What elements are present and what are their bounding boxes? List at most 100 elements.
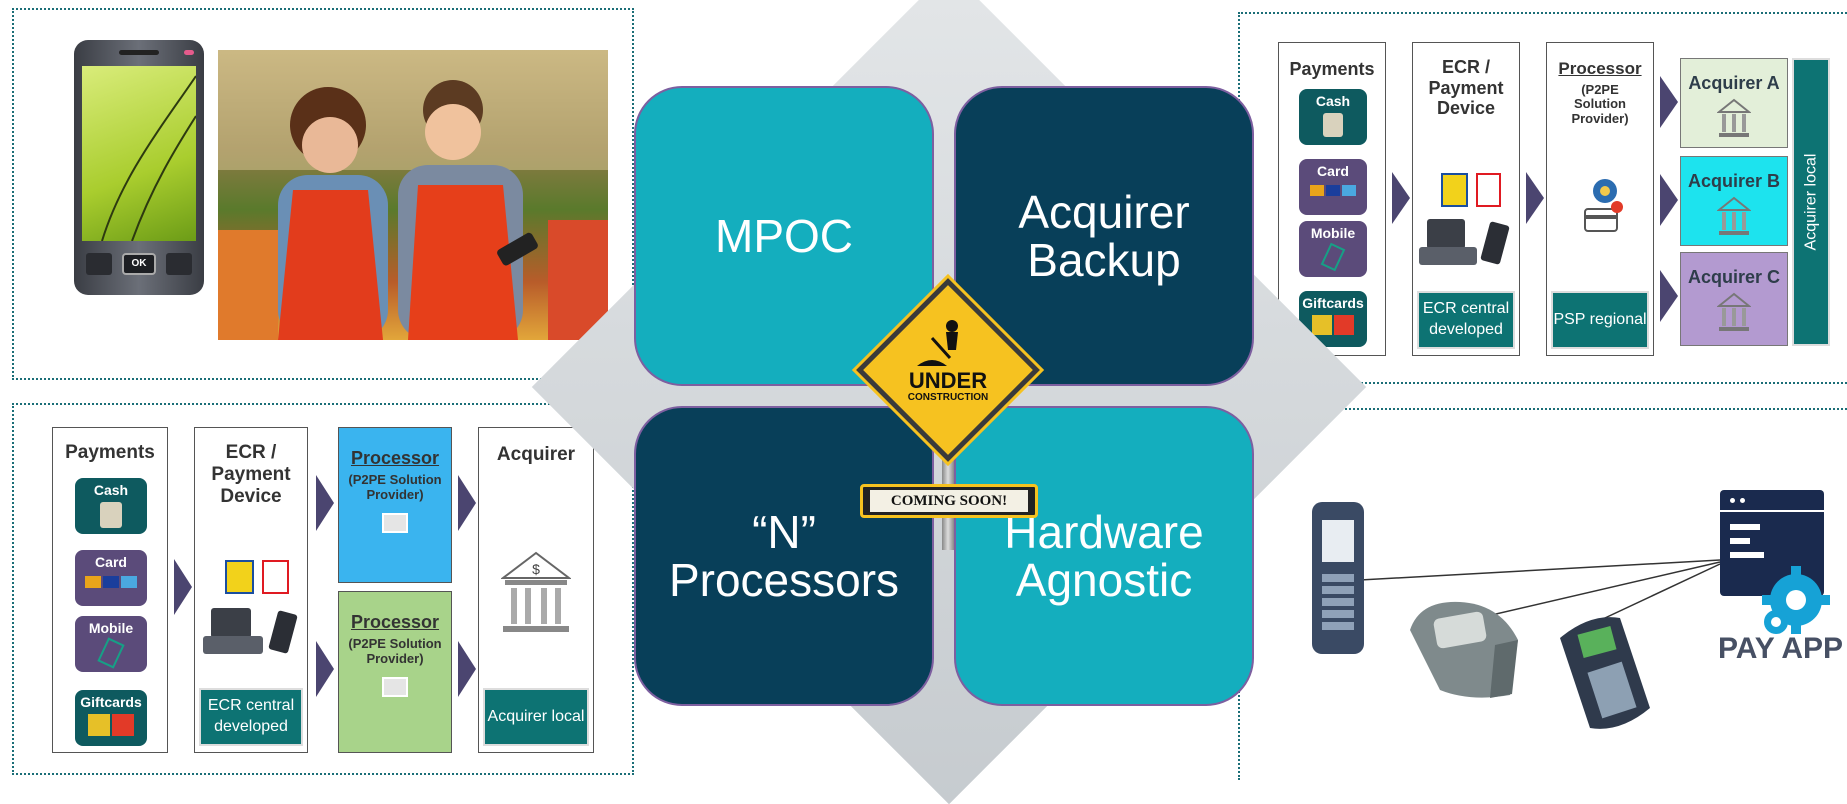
svg-text:$: $	[532, 561, 540, 577]
tile-label: Cash	[93, 482, 129, 498]
bank-building-icon	[1717, 98, 1751, 137]
payment-tile-cash: Cash	[1299, 89, 1367, 145]
pos-terminal-icon	[203, 608, 301, 656]
processor-subtitle: (P2PE Solution Provider)	[1571, 81, 1629, 127]
leaf-wallpaper-icon	[101, 75, 196, 241]
card-logos-icon	[75, 576, 147, 588]
ecr-footer: ECR central developed	[1417, 291, 1515, 349]
phone-screen	[82, 66, 196, 241]
payment-tile-cash: Cash	[75, 478, 147, 534]
phone-call-key	[86, 253, 112, 275]
tile-label: Card	[1317, 163, 1349, 179]
acquirer-header: Acquirer	[496, 444, 576, 465]
cash-icon	[100, 502, 122, 528]
quadrant-label: Acquirer Backup	[1018, 185, 1190, 286]
flow-arrow-icon	[1660, 174, 1678, 226]
payments-header: Payments	[65, 442, 155, 463]
bank-building-icon	[1717, 292, 1751, 331]
handheld-terminal-icon	[1560, 617, 1650, 729]
quadrant-hardware-agnostic[interactable]: Hardware Agnostic	[954, 406, 1254, 706]
processor-column: Processor (P2PE Solution Provider) PSP r…	[1546, 42, 1654, 356]
smartphone-illustration: OK	[74, 40, 204, 295]
shop-staff-photo	[218, 50, 608, 340]
tile-label: Card	[95, 554, 127, 570]
acquirer-a-box: Acquirer A	[1680, 58, 1788, 148]
acquirer-c-box: Acquirer C	[1680, 252, 1788, 346]
flow-arrow-icon	[458, 475, 476, 531]
ecr-column: ECR / Payment Device ECR central develop…	[1412, 42, 1520, 356]
bank-building-icon	[1717, 196, 1751, 235]
giftcard-icon	[75, 714, 147, 736]
payment-tile-mobile: Mobile	[75, 616, 147, 672]
payment-terminal-icon	[1312, 502, 1364, 654]
panel-hardware-agnostic: PAY APP	[1238, 408, 1847, 780]
quadrant-label: Hardware Agnostic	[1004, 505, 1204, 606]
panel-mpoc-illustration: OK	[12, 8, 634, 380]
tile-label: Mobile	[1310, 225, 1356, 241]
panel-n-processors-flow: Payments Cash Card Mobile Giftcards ECR …	[12, 403, 634, 775]
phone-earpiece	[119, 50, 159, 55]
acquirer-b-box: Acquirer B	[1680, 156, 1788, 246]
phone-led-icon	[184, 50, 194, 55]
tile-label: Giftcards	[80, 694, 142, 710]
payments-column: Payments Cash Card Mobile Giftcards	[52, 427, 168, 753]
flow-arrow-icon	[174, 559, 192, 615]
ecr-header: ECR / Payment Device	[211, 442, 291, 507]
acquirer-footer: Acquirer local	[483, 688, 589, 746]
flow-arrow-icon	[316, 641, 334, 697]
flow-arrow-icon	[1660, 76, 1678, 128]
payments-header: Payments	[1289, 59, 1375, 79]
quadrant-label: MPOC	[715, 209, 853, 262]
flow-arrow-icon	[316, 475, 334, 531]
card-gear-icon	[382, 676, 408, 697]
worker-digging-icon	[917, 320, 958, 366]
processor-box-1: Processor (P2PE Solution Provider)	[338, 427, 452, 583]
tile-label: Cash	[1315, 93, 1351, 109]
sign-text-construction: CONSTRUCTION	[907, 392, 989, 403]
flow-arrow-icon	[1660, 270, 1678, 322]
acquirer-label: Acquirer A	[1688, 73, 1780, 93]
card-reader-icon	[1410, 601, 1518, 698]
gear-icon	[1762, 566, 1830, 634]
bank-building-icon: $	[501, 551, 571, 632]
ecr-footer: ECR central developed	[199, 688, 303, 746]
phone-ok-button[interactable]: OK	[122, 253, 156, 275]
acquirer-column: Acquirer $ Acquirer local	[478, 427, 594, 753]
giftcard-icon	[1299, 315, 1367, 335]
flow-arrow-icon	[458, 641, 476, 697]
payment-tile-giftcards: Giftcards	[75, 690, 147, 746]
ecr-column: ECR / Payment Device ECR central develop…	[194, 427, 308, 753]
retailer-logos-icon	[1441, 173, 1501, 207]
coming-soon-banner: COMING SOON!	[860, 484, 1038, 518]
coming-soon-inner: COMING SOON!	[870, 490, 1028, 512]
retailer-logos-icon	[225, 560, 289, 594]
mobile-phone-icon	[97, 637, 125, 669]
cash-icon	[1323, 113, 1343, 137]
quadrant-n-processors[interactable]: “N” Processors	[634, 406, 934, 706]
card-gear-icon	[382, 512, 408, 533]
ecr-footer-label: ECR central developed	[1422, 300, 1510, 338]
flow-arrow-icon	[1392, 172, 1410, 224]
pos-terminal-icon	[1419, 219, 1515, 267]
acquirer-footer-label: Acquirer local	[487, 707, 585, 725]
people-illustration	[218, 50, 608, 340]
mobile-phone-icon	[1320, 242, 1346, 272]
payment-tile-card: Card	[75, 550, 147, 606]
payments-column: Payments Cash Card Mobile Giftcards	[1278, 42, 1386, 356]
pay-app-label: PAY APP	[1718, 632, 1844, 665]
tile-label: Giftcards	[1302, 295, 1364, 311]
processor-footer-label: PSP regional	[1553, 310, 1647, 328]
processor-footer: PSP regional	[1551, 291, 1649, 349]
card-logos-icon	[1299, 185, 1367, 196]
processor-header: Processor	[1558, 59, 1642, 78]
connection-lines	[1359, 559, 1721, 626]
ecr-footer-label: ECR central developed	[207, 697, 295, 735]
processor-subtitle: (P2PE Solution Provider)	[348, 635, 442, 666]
processor-header: Processor	[350, 612, 440, 632]
sign-text-under: UNDER	[908, 368, 988, 393]
payment-tile-card: Card	[1299, 159, 1367, 215]
acquirer-local-bar: Acquirer local	[1792, 58, 1830, 346]
acquirer-label: Acquirer B	[1687, 171, 1781, 191]
quadrant-mpoc[interactable]: MPOC	[634, 86, 934, 386]
payment-tile-mobile: Mobile	[1299, 221, 1367, 277]
